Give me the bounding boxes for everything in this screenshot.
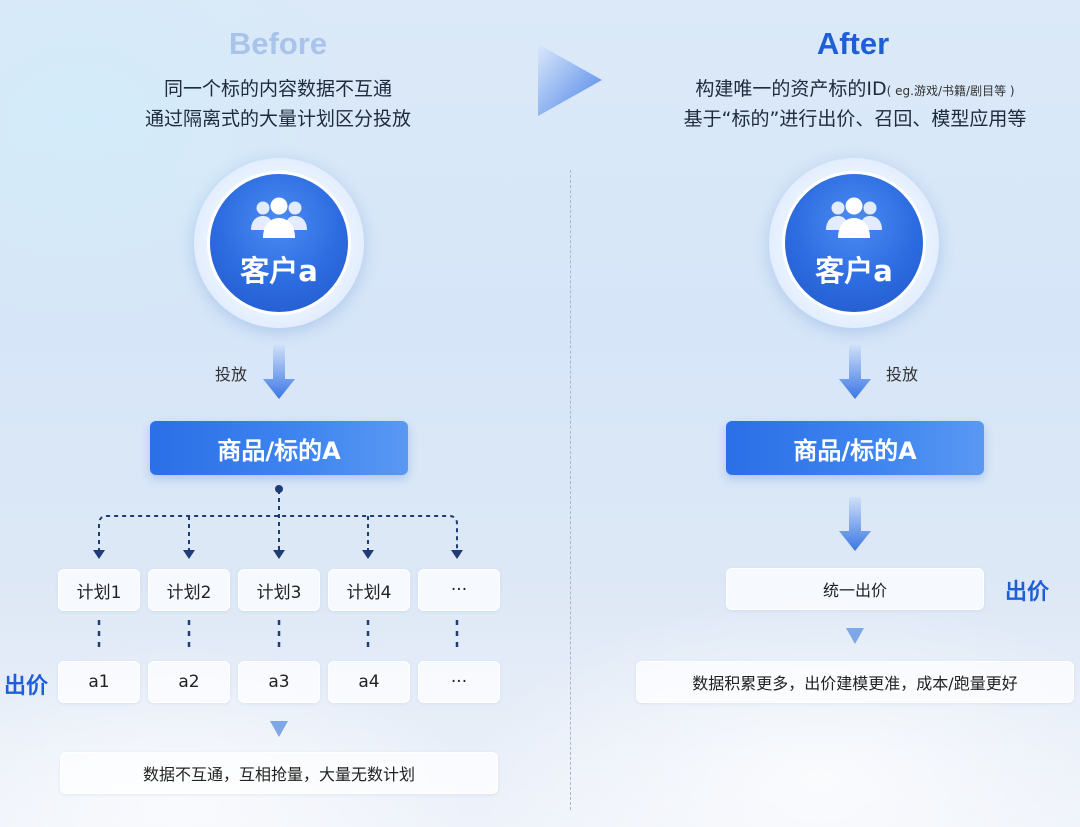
unified-bid-box: 统一出价 xyxy=(726,568,984,610)
before-subtitle-line1: 同一个标的内容数据不互通 xyxy=(163,78,392,100)
before-title: Before xyxy=(228,26,328,61)
after-subtitle-main: 构建唯一的资产标的ID xyxy=(695,78,887,100)
after-subtitle-line2: 基于“标的”进行出价、召回、模型应用等 xyxy=(683,108,1027,130)
customer-label-after: 客户a xyxy=(815,254,893,288)
center-divider xyxy=(570,170,571,810)
down-arrow-icon xyxy=(270,721,288,737)
bid-box-more: ··· xyxy=(418,661,500,703)
deliver-label-after: 投放 xyxy=(886,365,919,384)
bid-box: a4 xyxy=(328,661,410,703)
plan-box: 计划4 xyxy=(328,569,410,611)
product-box-before: 商品/标的A xyxy=(150,421,408,475)
after-subtitle-note: ( eg.游戏/书籍/剧目等 ) xyxy=(886,84,1015,98)
product-box-after: 商品/标的A xyxy=(726,421,984,475)
result-box-after: 数据积累更多，出价建模更准，成本/跑量更好 xyxy=(636,661,1074,703)
people-icon xyxy=(251,197,307,238)
bid-box: a2 xyxy=(148,661,230,703)
down-arrow-icon xyxy=(846,628,864,644)
customer-circle-after: 客户a xyxy=(769,158,939,328)
plan-box: 计划3 xyxy=(238,569,320,611)
after-title: After xyxy=(816,26,890,61)
people-icon xyxy=(826,197,882,238)
plan-box: 计划2 xyxy=(148,569,230,611)
down-arrow-icon xyxy=(839,497,871,551)
down-arrow-icon xyxy=(839,345,871,399)
result-box-before: 数据不互通，互相抢量，大量无数计划 xyxy=(60,752,498,794)
deliver-label-before: 投放 xyxy=(215,365,248,384)
customer-circle-before: 客户a xyxy=(194,158,364,328)
bid-label-after: 出价 xyxy=(1005,580,1050,605)
after-subtitle-line1: 构建唯一的资产标的ID( eg.游戏/书籍/剧目等 ) xyxy=(640,74,1070,106)
right-arrow-icon xyxy=(538,44,602,116)
customer-label-before: 客户a xyxy=(240,254,318,288)
plan-tree-connector xyxy=(93,485,463,652)
down-arrow-icon xyxy=(263,345,295,399)
before-subtitle-line2: 通过隔离式的大量计划区分投放 xyxy=(144,108,411,130)
plan-box-more: ··· xyxy=(418,569,500,611)
bid-box: a1 xyxy=(58,661,140,703)
bid-label-before: 出价 xyxy=(4,674,49,699)
bid-box: a3 xyxy=(238,661,320,703)
plan-box: 计划1 xyxy=(58,569,140,611)
